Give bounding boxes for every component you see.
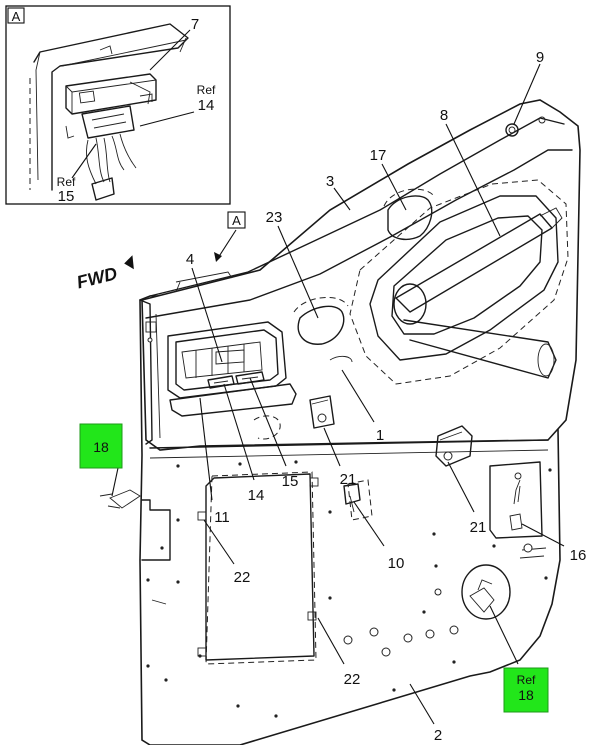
callout-17: 17: [370, 147, 387, 164]
callout-22a: 22: [234, 569, 251, 586]
callout-23: 23: [266, 209, 283, 226]
forward-arrow-icon: [124, 255, 134, 270]
callout-21b: 21: [470, 519, 487, 536]
callout-ref-15-number: 15: [58, 188, 75, 205]
detail-view-label: A: [12, 9, 21, 24]
callout-10: 10: [388, 555, 405, 572]
highlight-label-18-text: 18: [93, 439, 109, 455]
highlight-label-18[interactable]: 18: [79, 423, 123, 469]
callout-21a: 21: [340, 471, 357, 488]
callout-1: 1: [376, 427, 384, 444]
view-a-marker: A: [214, 211, 246, 262]
callout-7: 7: [191, 16, 199, 33]
detail-view-a: A 7 Ref 14 Ref 15: [5, 5, 231, 205]
forward-label: FWD: [75, 263, 120, 292]
callouts: 9 8 17 3 23 4 1 21 15 14 11 10 21 16 22 …: [186, 49, 587, 744]
callout-ref-14-number: 14: [198, 97, 215, 114]
callout-16: 16: [570, 547, 587, 564]
callout-9: 9: [536, 49, 544, 66]
highlight-label-ref-18-ref: Ref: [517, 673, 536, 687]
callout-11: 11: [214, 509, 230, 526]
callout-4: 4: [186, 251, 194, 268]
leader-lines: [111, 63, 565, 725]
view-marker-label: A: [232, 213, 241, 228]
callout-15: 15: [282, 473, 299, 490]
highlight-label-ref-18[interactable]: Ref 18: [503, 667, 549, 713]
callout-ref-15-label: Ref: [57, 175, 76, 189]
callout-8: 8: [440, 107, 448, 124]
callout-22b: 22: [344, 671, 361, 688]
callout-3: 3: [326, 173, 334, 190]
callout-2: 2: [434, 727, 442, 744]
highlight-label-ref-18-number: 18: [518, 687, 534, 703]
forward-direction-indicator: FWD: [75, 255, 134, 292]
door-panel: [99, 99, 581, 745]
callout-14: 14: [248, 487, 265, 504]
callout-ref-14-label: Ref: [197, 83, 216, 97]
